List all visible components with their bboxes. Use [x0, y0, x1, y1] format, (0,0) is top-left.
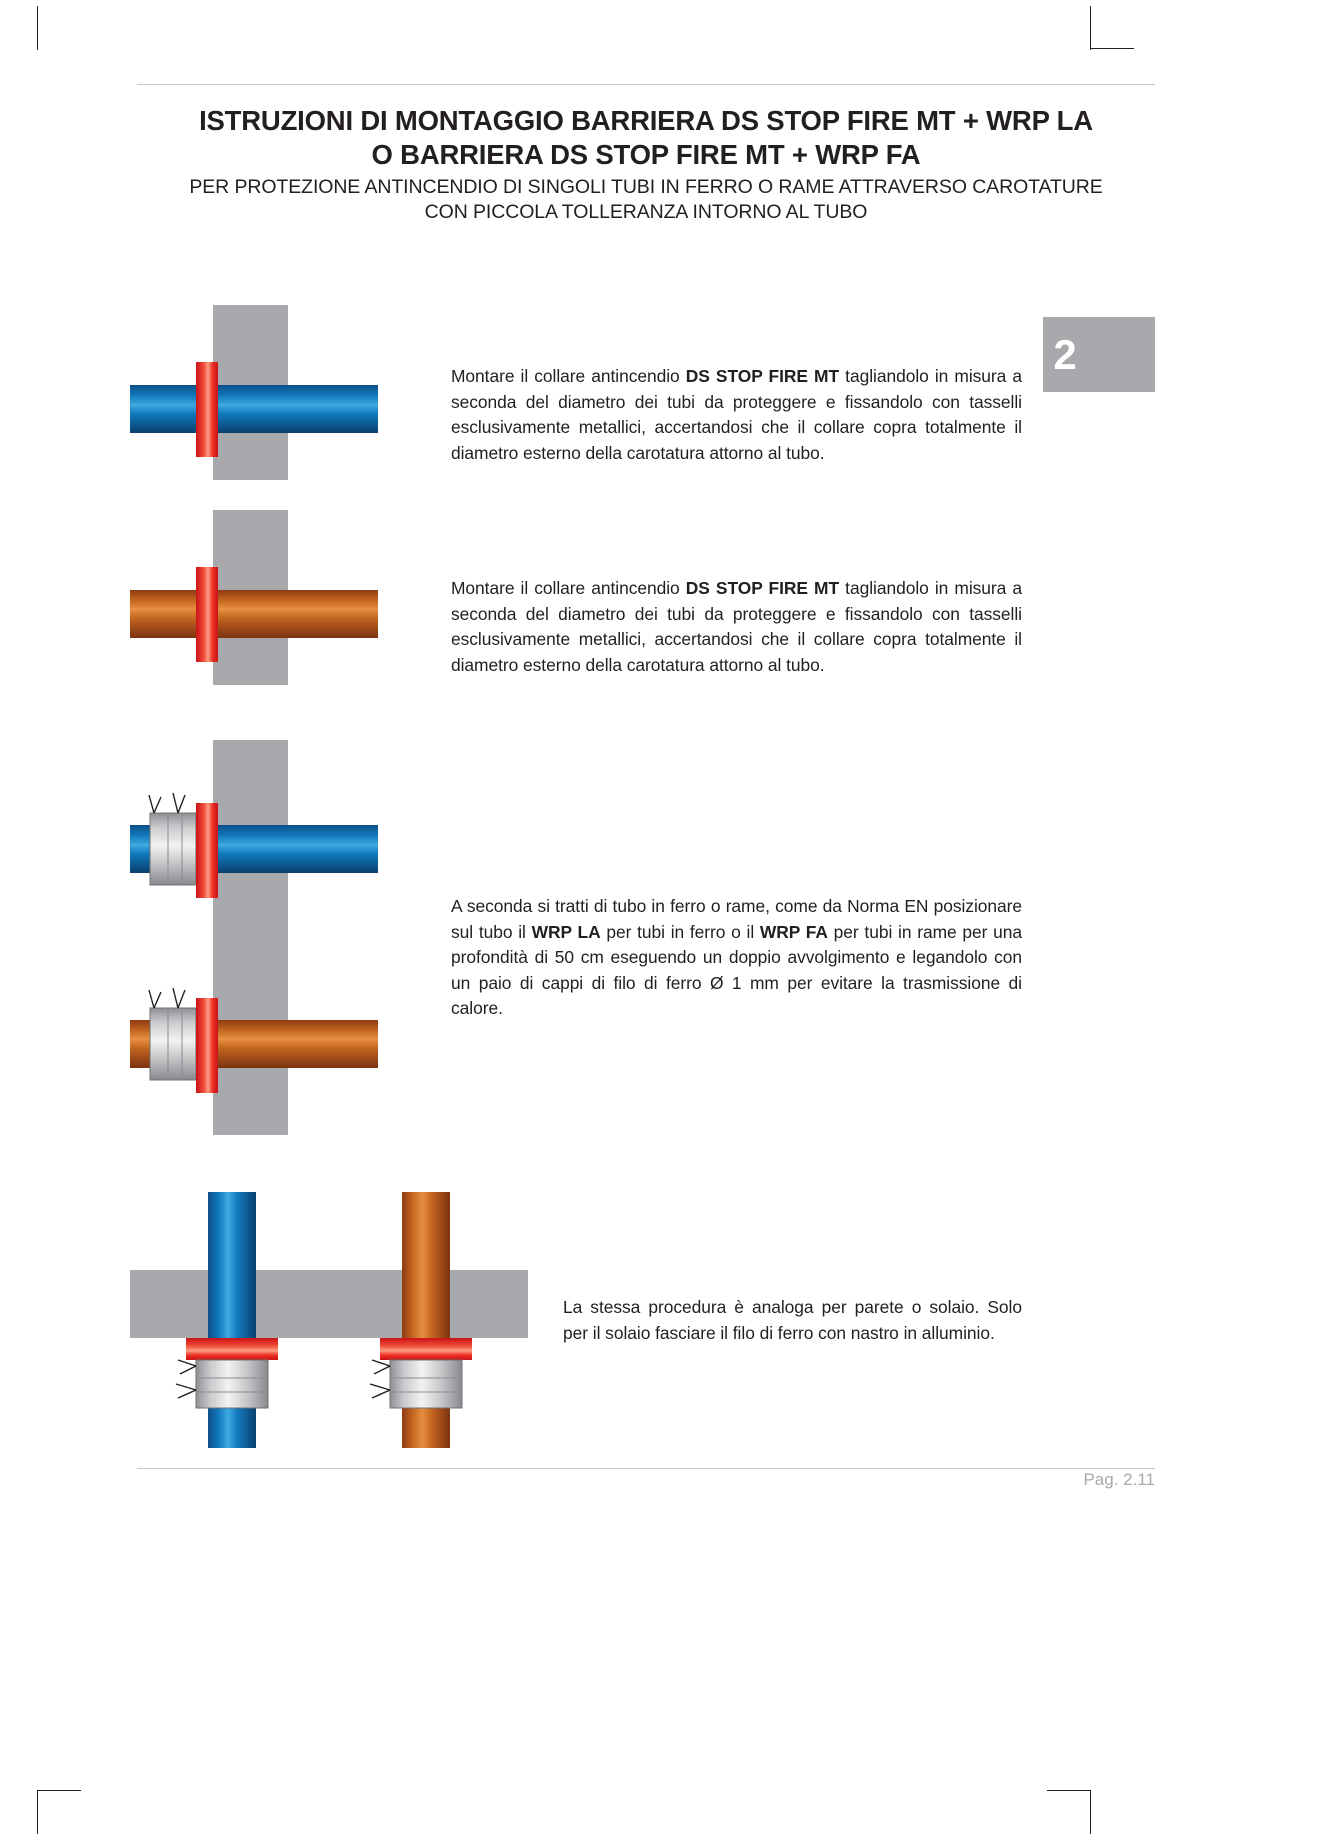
- figure-copper-pipe-wrap-wrpfa: [128, 930, 428, 1145]
- p3-text-seg1: A seconda si tratti di tubo in ferro o r…: [451, 896, 1022, 942]
- iron-pipe: [130, 385, 378, 433]
- p3-text-seg2: per tubi in ferro o il: [600, 921, 760, 942]
- p1-product-name: DS STOP FIRE MT: [685, 366, 840, 387]
- wrp-fa-wrap: [149, 1007, 197, 1081]
- crop-mark-top-left-v: [37, 6, 38, 50]
- crop-mark-top-right-h: [1090, 48, 1134, 49]
- wrp-wrap: [195, 1359, 269, 1409]
- p2-text-before: Montare il collare antincendio: [451, 578, 686, 599]
- section-tab-number: 2: [1053, 330, 1077, 378]
- instruction-paragraph-3: A seconda si tratti di tubo in ferro o r…: [451, 894, 1022, 1021]
- footer-rule: [137, 1468, 1155, 1469]
- p3-product-wrp-la: WRP LA: [531, 921, 601, 942]
- page-title-line-1: ISTRUZIONI DI MONTAGGIO BARRIERA DS STOP…: [199, 105, 1093, 136]
- page-title-line-2: O BARRIERA DS STOP FIRE MT + WRP FA: [371, 139, 921, 170]
- figure-copper-pipe-wall-collar: [128, 505, 428, 705]
- fire-collar: [186, 1338, 278, 1360]
- instruction-paragraph-1: Montare il collare antincendio DS STOP F…: [451, 364, 1022, 466]
- iron-pipe: [208, 1192, 256, 1448]
- binding-wire: [148, 792, 186, 814]
- crop-mark-bottom-right-h: [1047, 1790, 1091, 1791]
- figure-iron-pipe-floor-vertical: [128, 1190, 448, 1450]
- p2-text-after: tagliandolo in misura a seconda del diam…: [451, 578, 1022, 675]
- fire-collar: [196, 803, 218, 898]
- fire-collar: [196, 362, 218, 457]
- p3-text-seg3: per tubi in rame per una profondità di 5…: [451, 921, 1022, 1019]
- copper-pipe: [402, 1192, 450, 1448]
- crop-mark-bottom-left-v: [37, 1790, 38, 1834]
- page-subtitle: PER PROTEZIONE ANTINCENDIO DI SINGOLI TU…: [137, 175, 1155, 225]
- instruction-paragraph-4: La stessa procedura è analoga per parete…: [563, 1297, 1022, 1343]
- wrp-la-wrap: [149, 812, 197, 886]
- figure-iron-pipe-wrap-wrpla: [128, 735, 428, 950]
- fire-collar: [196, 567, 218, 662]
- section-tab: 2: [1043, 317, 1155, 392]
- figure-copper-pipe-floor-vertical: [322, 1190, 642, 1450]
- wrp-wrap: [389, 1359, 463, 1409]
- p3-product-wrp-fa: WRP FA: [759, 921, 828, 942]
- binding-wire: [148, 987, 186, 1009]
- title-block: ISTRUZIONI DI MONTAGGIO BARRIERA DS STOP…: [137, 104, 1155, 225]
- p1-text-after: tagliandolo in misura a seconda del diam…: [451, 366, 1022, 463]
- floor-slab-left: [324, 1270, 402, 1338]
- copper-pipe: [130, 590, 378, 638]
- header-rule: [137, 84, 1155, 85]
- crop-mark-bottom-left-h: [37, 1790, 81, 1791]
- binding-wire: [175, 1359, 197, 1399]
- floor-slab-right: [450, 1270, 528, 1338]
- figure-iron-pipe-wall-collar: [128, 300, 428, 500]
- page-subtitle-line-1: PER PROTEZIONE ANTINCENDIO DI SINGOLI TU…: [189, 176, 1103, 198]
- floor-slab-left: [130, 1270, 208, 1338]
- page-subtitle-line-2: CON PICCOLA TOLLERANZA INTORNO AL TUBO: [424, 201, 868, 223]
- crop-mark-bottom-right-v: [1090, 1790, 1091, 1834]
- binding-wire: [369, 1359, 391, 1399]
- crop-mark-top-right-v: [1090, 6, 1091, 50]
- instruction-paragraph-2: Montare il collare antincendio DS STOP F…: [451, 576, 1022, 678]
- p1-text-before: Montare il collare antincendio: [451, 366, 686, 387]
- fire-collar: [380, 1338, 472, 1360]
- fire-collar: [196, 998, 218, 1093]
- footer-page-number: Pag. 2.11: [1083, 1470, 1155, 1489]
- floor-slab-right: [256, 1270, 334, 1338]
- p2-product-name: DS STOP FIRE MT: [685, 578, 840, 599]
